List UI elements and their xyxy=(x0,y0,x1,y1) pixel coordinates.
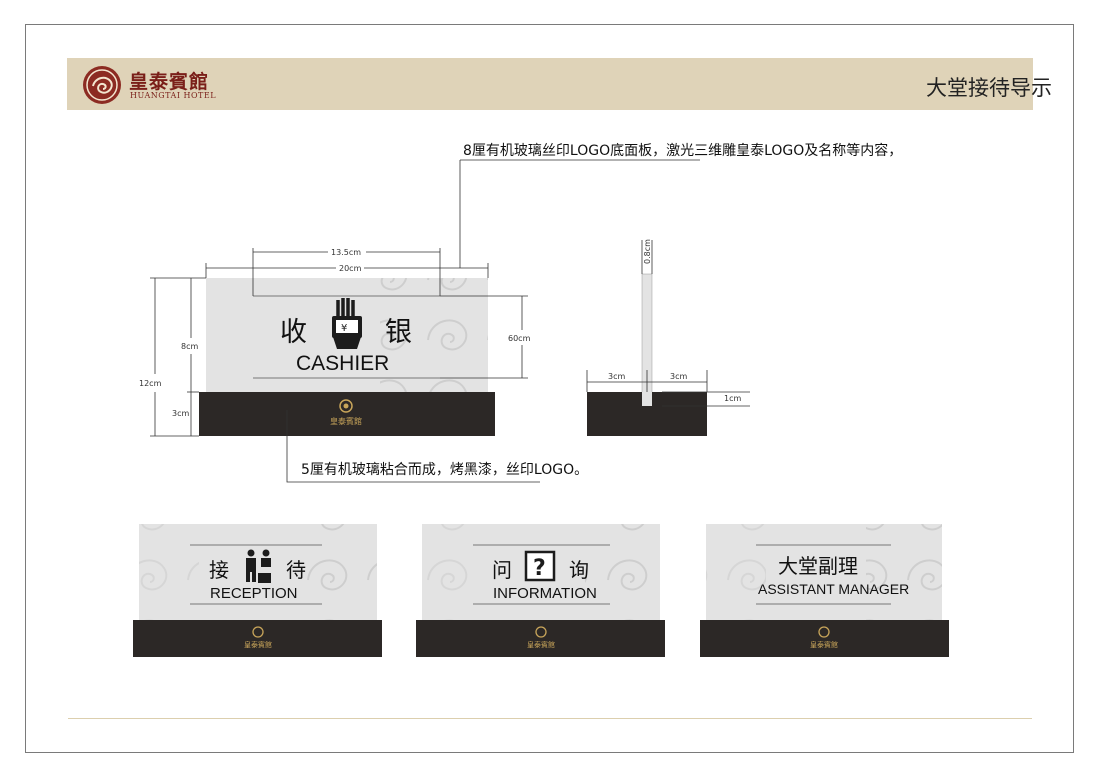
question-symbol: ? xyxy=(533,556,546,581)
cashier-en: CASHIER xyxy=(296,352,389,375)
reception-cn-left: 接 xyxy=(209,558,229,582)
information-cn-left: 问 xyxy=(492,558,512,582)
assistant-en: ASSISTANT MANAGER xyxy=(758,581,909,597)
assistant-base-logo: 皇泰賓館 xyxy=(810,640,838,649)
dim-total-height: 12cm xyxy=(139,379,162,388)
dim-side-right: 3cm xyxy=(670,372,687,381)
dim-inner-width: 13.5cm xyxy=(331,248,361,257)
reception-base-logo: 皇泰賓館 xyxy=(244,640,272,649)
note-bottom: 5厘有机玻璃粘合而成，烤黑漆，丝印LOGO。 xyxy=(301,462,589,478)
side-view: 0.8cm 3cm 3cm 1cm xyxy=(586,239,750,436)
dim-logo-height: 60cm xyxy=(508,334,531,343)
cashier-cn-left: 收 xyxy=(280,317,307,348)
cashier-sign-front: 收 ¥ 银 CASHIER 皇泰賓館 xyxy=(199,278,495,436)
dim-panel-height: 8cm xyxy=(181,342,198,351)
information-sign: 问 ? 询 INFORMATION 皇泰賓館 xyxy=(416,524,665,657)
page-title: 大堂接待导示 xyxy=(926,76,1052,100)
cashier-base xyxy=(199,392,495,436)
information-base xyxy=(416,620,665,657)
assistant-base xyxy=(700,620,949,657)
page-frame xyxy=(25,24,1074,753)
dim-side-thickness: 0.8cm xyxy=(643,239,652,264)
dim-side-slot: 1cm xyxy=(724,394,741,403)
reception-cn-right: 待 xyxy=(286,558,306,582)
base-logo: 皇泰賓館 xyxy=(330,399,362,426)
panel-pattern xyxy=(380,278,488,392)
dim-side-left: 3cm xyxy=(608,372,625,381)
cashier-cn-right: 银 xyxy=(385,317,412,348)
brand-name-cn: 皇泰賓館 xyxy=(129,71,210,93)
assistant-manager-sign: 大堂副理 ASSISTANT MANAGER 皇泰賓館 xyxy=(700,524,949,657)
reception-en: RECEPTION xyxy=(210,585,298,602)
brand-name-en: HUANGTAI HOTEL xyxy=(130,91,217,100)
leader-lines xyxy=(286,159,700,483)
dim-total-width: 20cm xyxy=(339,264,362,273)
information-cn-right: 询 xyxy=(569,558,589,582)
front-dimensions xyxy=(150,248,528,437)
information-en: INFORMATION xyxy=(493,585,597,602)
note-top: 8厘有机玻璃丝印LOGO底面板，激光三维雕皇泰LOGO及名称等内容， xyxy=(463,143,903,159)
reception-icon xyxy=(246,549,271,583)
header-bar xyxy=(67,58,1033,110)
base-logo-text: 皇泰賓館 xyxy=(330,416,362,426)
information-base-logo: 皇泰賓館 xyxy=(527,640,555,649)
cashier-icon: ¥ xyxy=(332,298,362,349)
yen-symbol: ¥ xyxy=(341,323,347,334)
hotel-logo: 皇泰賓館 HUANGTAI HOTEL xyxy=(83,64,217,106)
hotel-logo-icon xyxy=(83,66,121,104)
side-slot xyxy=(642,392,652,406)
footer-divider xyxy=(68,718,1032,719)
reception-sign: 接 待 RECEPTION 皇泰賓館 xyxy=(133,524,382,657)
reception-base xyxy=(133,620,382,657)
assistant-cn: 大堂副理 xyxy=(778,554,858,578)
dim-base-height: 3cm xyxy=(172,409,189,418)
information-icon: ? xyxy=(524,550,556,582)
